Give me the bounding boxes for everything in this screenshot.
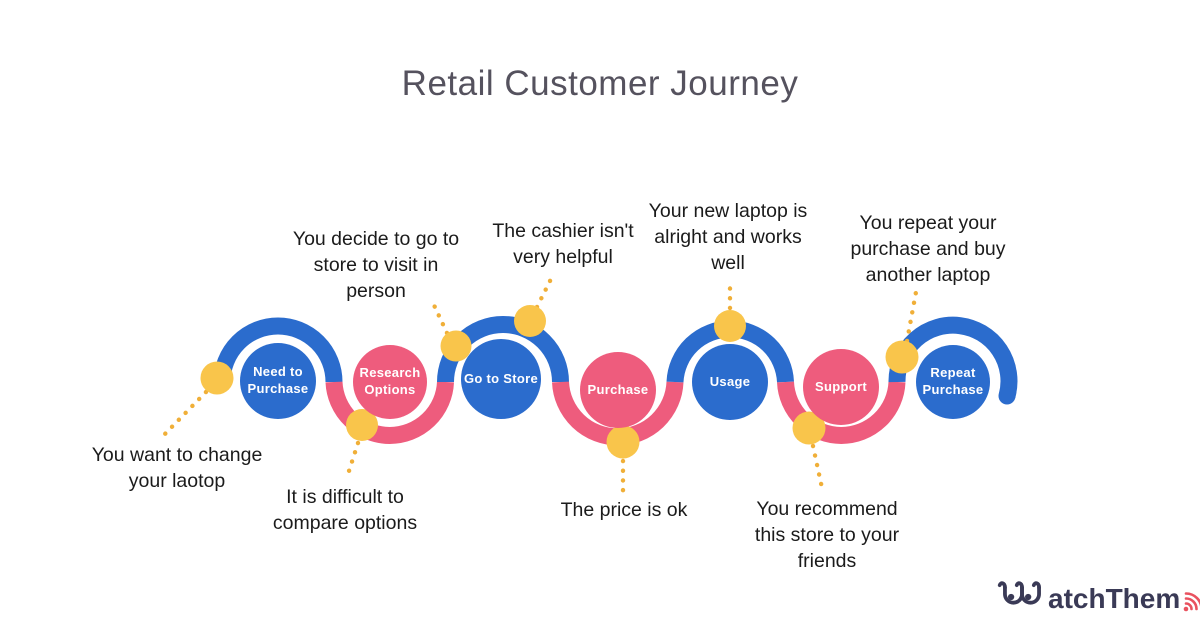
touchpoint-dot-5 [606, 425, 640, 459]
connector-dotted-line-7 [810, 443, 825, 491]
touchpoint-dot-1 [200, 361, 234, 395]
touchpoint-dot-6 [714, 310, 746, 342]
signal-waves-icon [1183, 592, 1200, 612]
connector-dotted-line-4 [534, 274, 555, 310]
connector-dotted-line-3 [430, 300, 450, 336]
annotation-recommend-store: You recommend this store to your friends [754, 498, 900, 572]
touchpoint-dot-4 [514, 305, 546, 337]
stage-support: Support [803, 349, 879, 425]
stage-label: Support [815, 378, 867, 394]
logo-text: atchThem [1048, 583, 1181, 614]
stage-research-options: Research Options [353, 345, 427, 419]
touchpoint-dot-8 [885, 340, 919, 374]
ribbon-end-cap [998, 387, 1016, 405]
stage-go-to-store: Go to Store [461, 339, 541, 419]
annotation-repeat-purchase: You repeat your purchase and buy another… [850, 212, 1006, 286]
stage-repeat-purchase: Repeat Purchase [916, 345, 990, 419]
stage-label: Usage [709, 373, 751, 389]
watchthem-logo: atchThem [997, 579, 1200, 615]
connector-dotted-line-8 [904, 289, 919, 344]
stage-label: Purchase [587, 381, 649, 397]
stage-label: Research Options [359, 365, 421, 397]
stage-label: Need to Purchase [247, 364, 309, 396]
annotation-cashier-not-helpful: The cashier isn't very helpful [492, 220, 634, 268]
stage-need-to-purchase: Need to Purchase [240, 343, 316, 419]
annotation-want-to-change: You want to change your laotop [91, 444, 263, 492]
stage-purchase: Purchase [580, 352, 656, 428]
touchpoint-dot-7 [792, 411, 826, 445]
annotation-laptop-works-well: Your new laptop is alright and works wel… [648, 200, 808, 274]
page-title: Retail Customer Journey [401, 64, 799, 103]
connector-dotted-line-1 [160, 389, 209, 439]
connector-dotted-line-2 [346, 440, 361, 474]
annotation-decide-to-go: You decide to go to store to visit in pe… [292, 228, 460, 302]
ribbon-arc-need-to-purchase [213, 317, 343, 383]
ribbon-arc-support [777, 381, 906, 444]
annotation-price-ok: The price is ok [560, 499, 688, 521]
annotation-difficult-compare: It is difficult to compare options [272, 486, 418, 534]
ribbon-arc-research-options [325, 381, 454, 444]
touchpoint-dot-3 [440, 330, 472, 362]
touchpoint-dot-2 [346, 409, 378, 441]
watchthem-glasses-w-icon [997, 581, 1041, 605]
stage-label: Go to Store [463, 370, 539, 386]
stage-label: Repeat Purchase [922, 365, 984, 397]
stage-usage: Usage [692, 344, 768, 420]
